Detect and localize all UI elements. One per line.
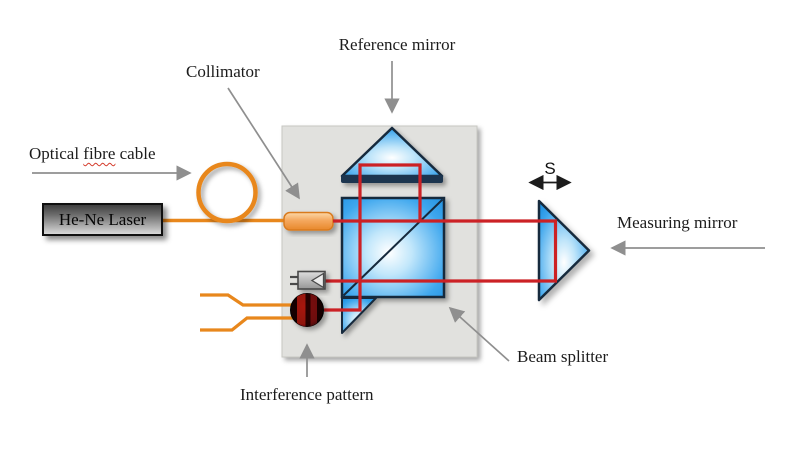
- interference-pattern-sphere: [290, 293, 324, 327]
- measuring-mirror-prism: [537, 199, 591, 302]
- beam-splitter-pointer-arrow: [448, 306, 510, 362]
- collimator-body: [283, 211, 334, 231]
- measuring-mirror-label: Measuring mirror: [617, 213, 738, 232]
- optical-fibre-label-post: cable: [115, 144, 156, 163]
- photodetector: [290, 270, 326, 290]
- optical-fibre-label-misspelled-word: fibre: [83, 144, 116, 163]
- detector-wire-bottom: [200, 316, 294, 332]
- reference-mirror-label: Reference mirror: [338, 35, 456, 54]
- optical-fibre-cable: [163, 161, 294, 332]
- beam-splitter-label: Beam splitter: [517, 347, 609, 366]
- detector-jack-notch: [310, 272, 325, 289]
- collimator-label: Collimator: [186, 62, 260, 81]
- collimator-pointer-arrow: [227, 87, 300, 200]
- interference-pattern-label: Interference pattern: [240, 385, 374, 404]
- detector-wire-top: [200, 293, 294, 307]
- reference-mirror-base: [341, 175, 443, 183]
- optical-fibre-label-pre: Optical: [29, 144, 84, 163]
- he-ne-laser-label: He-Ne Laser: [58, 209, 147, 229]
- laser-beams: [324, 163, 558, 312]
- displacement-s-label: S: [544, 159, 556, 178]
- he-ne-laser-box: He-Ne Laser: [42, 203, 163, 236]
- fibre-loop: [196, 161, 258, 224]
- pointer-arrows: [32, 61, 765, 377]
- optical-fibre-cable-label: Optical fibre cable: [29, 144, 156, 164]
